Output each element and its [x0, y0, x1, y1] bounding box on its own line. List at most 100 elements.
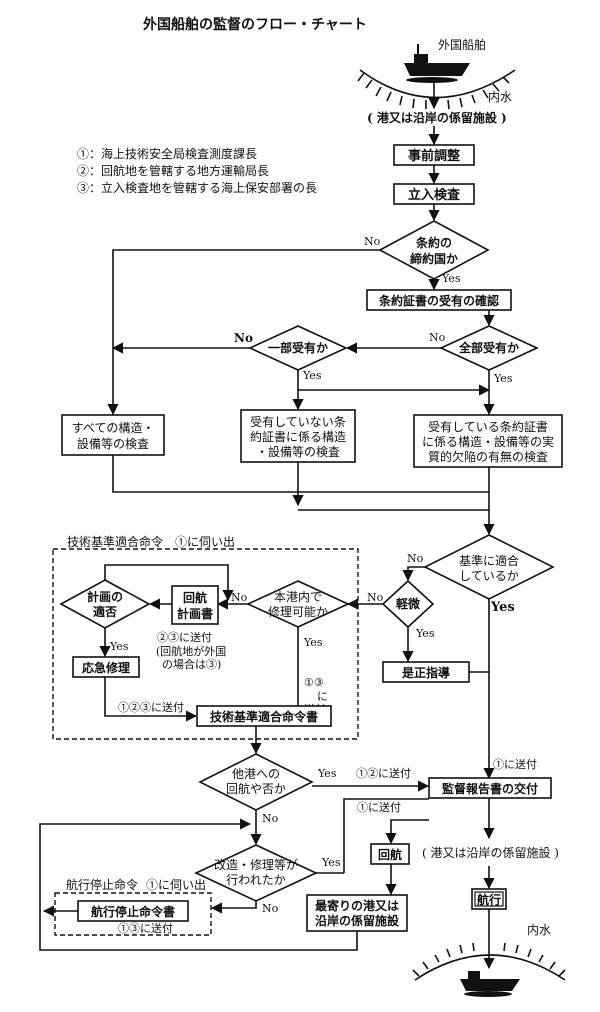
plan-ok-yes-label: Yes — [109, 640, 129, 653]
inspect-all-box — [61, 414, 165, 456]
voyage-box — [370, 843, 410, 865]
other-port-label-2: 回航や否か — [226, 781, 286, 796]
partial-held-label: 一部受有か — [268, 340, 328, 355]
send-23-label-1: ②③に送付 — [157, 630, 212, 644]
pre-adjust-label: 事前調整 — [408, 148, 461, 164]
inspect-held-label-2: に係る構造・設備等の実 — [422, 434, 554, 449]
suspend-send-label: ①③に送付 — [118, 921, 173, 935]
inspect-unheld-box — [240, 409, 356, 463]
arrow-treaty-no — [107, 249, 380, 416]
legend-item-3: ③：立入検査地を管轄する海上保安部署の長 — [77, 180, 317, 195]
treaty-no-label: No — [364, 235, 381, 248]
suspend-doc-label: 航行停止命令書 — [91, 904, 175, 919]
send-13-b: に — [317, 690, 328, 703]
send-123-label: ①②③に送付 — [118, 700, 184, 714]
send-1-label-right: ①に送付 — [493, 757, 537, 771]
repair-here-no-label: No — [231, 591, 248, 604]
emergency-repair-label: 応急修理 — [82, 660, 130, 675]
tech-order-ask: ①に伺い出 — [175, 535, 235, 549]
arrow-meets-no — [402, 566, 425, 582]
arrow-emergency-to-doc — [104, 677, 198, 722]
inspect-unheld-label-2: 約証書に係る構造 — [250, 429, 346, 444]
arrow-plan-ok-loop — [104, 564, 234, 602]
minor-yes-label: Yes — [415, 627, 435, 640]
inspect-unheld-label-3: ・設備等の検査 — [256, 444, 340, 459]
fixed-label-2: 行われたか — [226, 873, 285, 887]
legend-item-2: ②：回航地を管轄する地方運輸局長 — [77, 163, 269, 178]
suspend-region — [54, 892, 212, 936]
ship-icon — [404, 44, 470, 83]
voyage-label: 回航 — [378, 847, 402, 862]
tech-order-doc-box — [196, 705, 332, 727]
hatch-bottom — [412, 942, 566, 977]
report-delivery-box — [428, 777, 552, 799]
cert-check-box — [366, 289, 512, 311]
inspect-unheld-label-1: 受有していない条 — [250, 415, 346, 429]
arrow-fixed-no — [210, 901, 257, 914]
send-23-label-2: (回航地が外国 — [156, 644, 226, 658]
minor-no-label: No — [367, 591, 384, 604]
cert-check-label: 条約証書の受有の確認 — [378, 293, 499, 308]
meets-std-no-label: No — [407, 552, 424, 565]
all-held-label: 全部受有か — [458, 340, 519, 355]
repair-here-label-1: 本港内で — [274, 590, 322, 604]
treaty-country-decision — [378, 220, 490, 280]
arrow-repair-yes — [280, 627, 299, 722]
voyage-plan-label-2: 計画書 — [177, 606, 213, 621]
report-delivery-label: 監督報告書の交付 — [442, 781, 538, 796]
send-13-a: ①③ — [304, 676, 324, 689]
inner-water-boundary — [359, 69, 516, 99]
inspect-held-label-3: 質的欠陥の有無の検査 — [428, 449, 548, 464]
fixed-no-label: No — [262, 902, 279, 915]
port-facility-label-bottom: ( 港又は沿岸の係留施設 ) — [422, 845, 559, 860]
other-port-yes-label: Yes — [317, 767, 337, 780]
inspect-held-label-1: 受有している条約証書 — [428, 419, 548, 434]
voyage-plan-label-1: 回航 — [183, 590, 207, 605]
arrow-report-to-voyage — [385, 819, 429, 845]
all-held-yes-label: Yes — [493, 372, 513, 385]
tech-order-doc-label: 技術基準適合命令書 — [210, 709, 318, 724]
ship-icon-bottom — [460, 971, 520, 997]
correction-label: 是正指導 — [401, 665, 450, 680]
suspend-ask: ①に伺い出 — [146, 878, 206, 892]
sail-label: 航行 — [477, 892, 501, 907]
meets-std-label-1: 基準に適合 — [459, 553, 519, 568]
plan-ok-label-1: 計画の — [87, 589, 123, 604]
legend-item-1: ①：海上技術安全局検査測度課長 — [77, 146, 257, 161]
fixed-label-1: 改造・修理等が — [214, 857, 298, 872]
tech-order-region — [52, 548, 359, 740]
repair-here-decision — [246, 580, 350, 628]
emergency-repair-box — [72, 656, 140, 678]
nearest-port-label-1: 最寄りの港又は — [315, 898, 399, 913]
all-held-no-label: No — [429, 331, 446, 344]
voyage-plan-box — [171, 585, 219, 625]
port-facility-label-top: ( 港又は沿岸の係留施設 ) — [367, 110, 507, 125]
inner-water-boundary-bottom — [414, 954, 566, 981]
other-port-no-label: No — [262, 812, 279, 825]
partial-held-yes-label: Yes — [302, 369, 322, 382]
treaty-yes-label: Yes — [441, 272, 461, 285]
inspect-all-label-2: 設備等の検査 — [77, 436, 149, 451]
hatch-top — [357, 72, 510, 110]
minor-label: 軽微 — [396, 596, 421, 611]
repair-here-yes-label: Yes — [303, 636, 323, 649]
suspend-title: 航行停止命令 — [66, 877, 138, 892]
send-1-label-mid: ①に送付 — [357, 800, 401, 814]
page-title: 外国船舶の監督のフロー・チャート — [143, 16, 367, 33]
meets-std-label-2: しているか — [459, 569, 519, 583]
inner-water-label-top: 内水 — [488, 90, 512, 104]
treaty-country-label-2: 締約国か — [410, 251, 458, 266]
send-23-label-3: の場合は③) — [162, 657, 221, 671]
tech-order-title: 技術基準適合命令 — [67, 534, 163, 549]
inspection-label: 立入検査 — [408, 187, 461, 203]
other-port-label-1: 他港への — [232, 767, 280, 781]
sail-box-inner — [474, 891, 504, 907]
line-from-fixed-to-report — [343, 798, 429, 844]
nearest-port-label-2: 沿岸の係留施設 — [314, 913, 400, 928]
loop-nearest-to-check — [39, 818, 358, 951]
send-12-label: ①②に送付 — [356, 766, 411, 780]
foreign-ship-label: 外国船舶 — [438, 37, 486, 52]
inner-water-label-bottom: 内水 — [527, 923, 551, 937]
